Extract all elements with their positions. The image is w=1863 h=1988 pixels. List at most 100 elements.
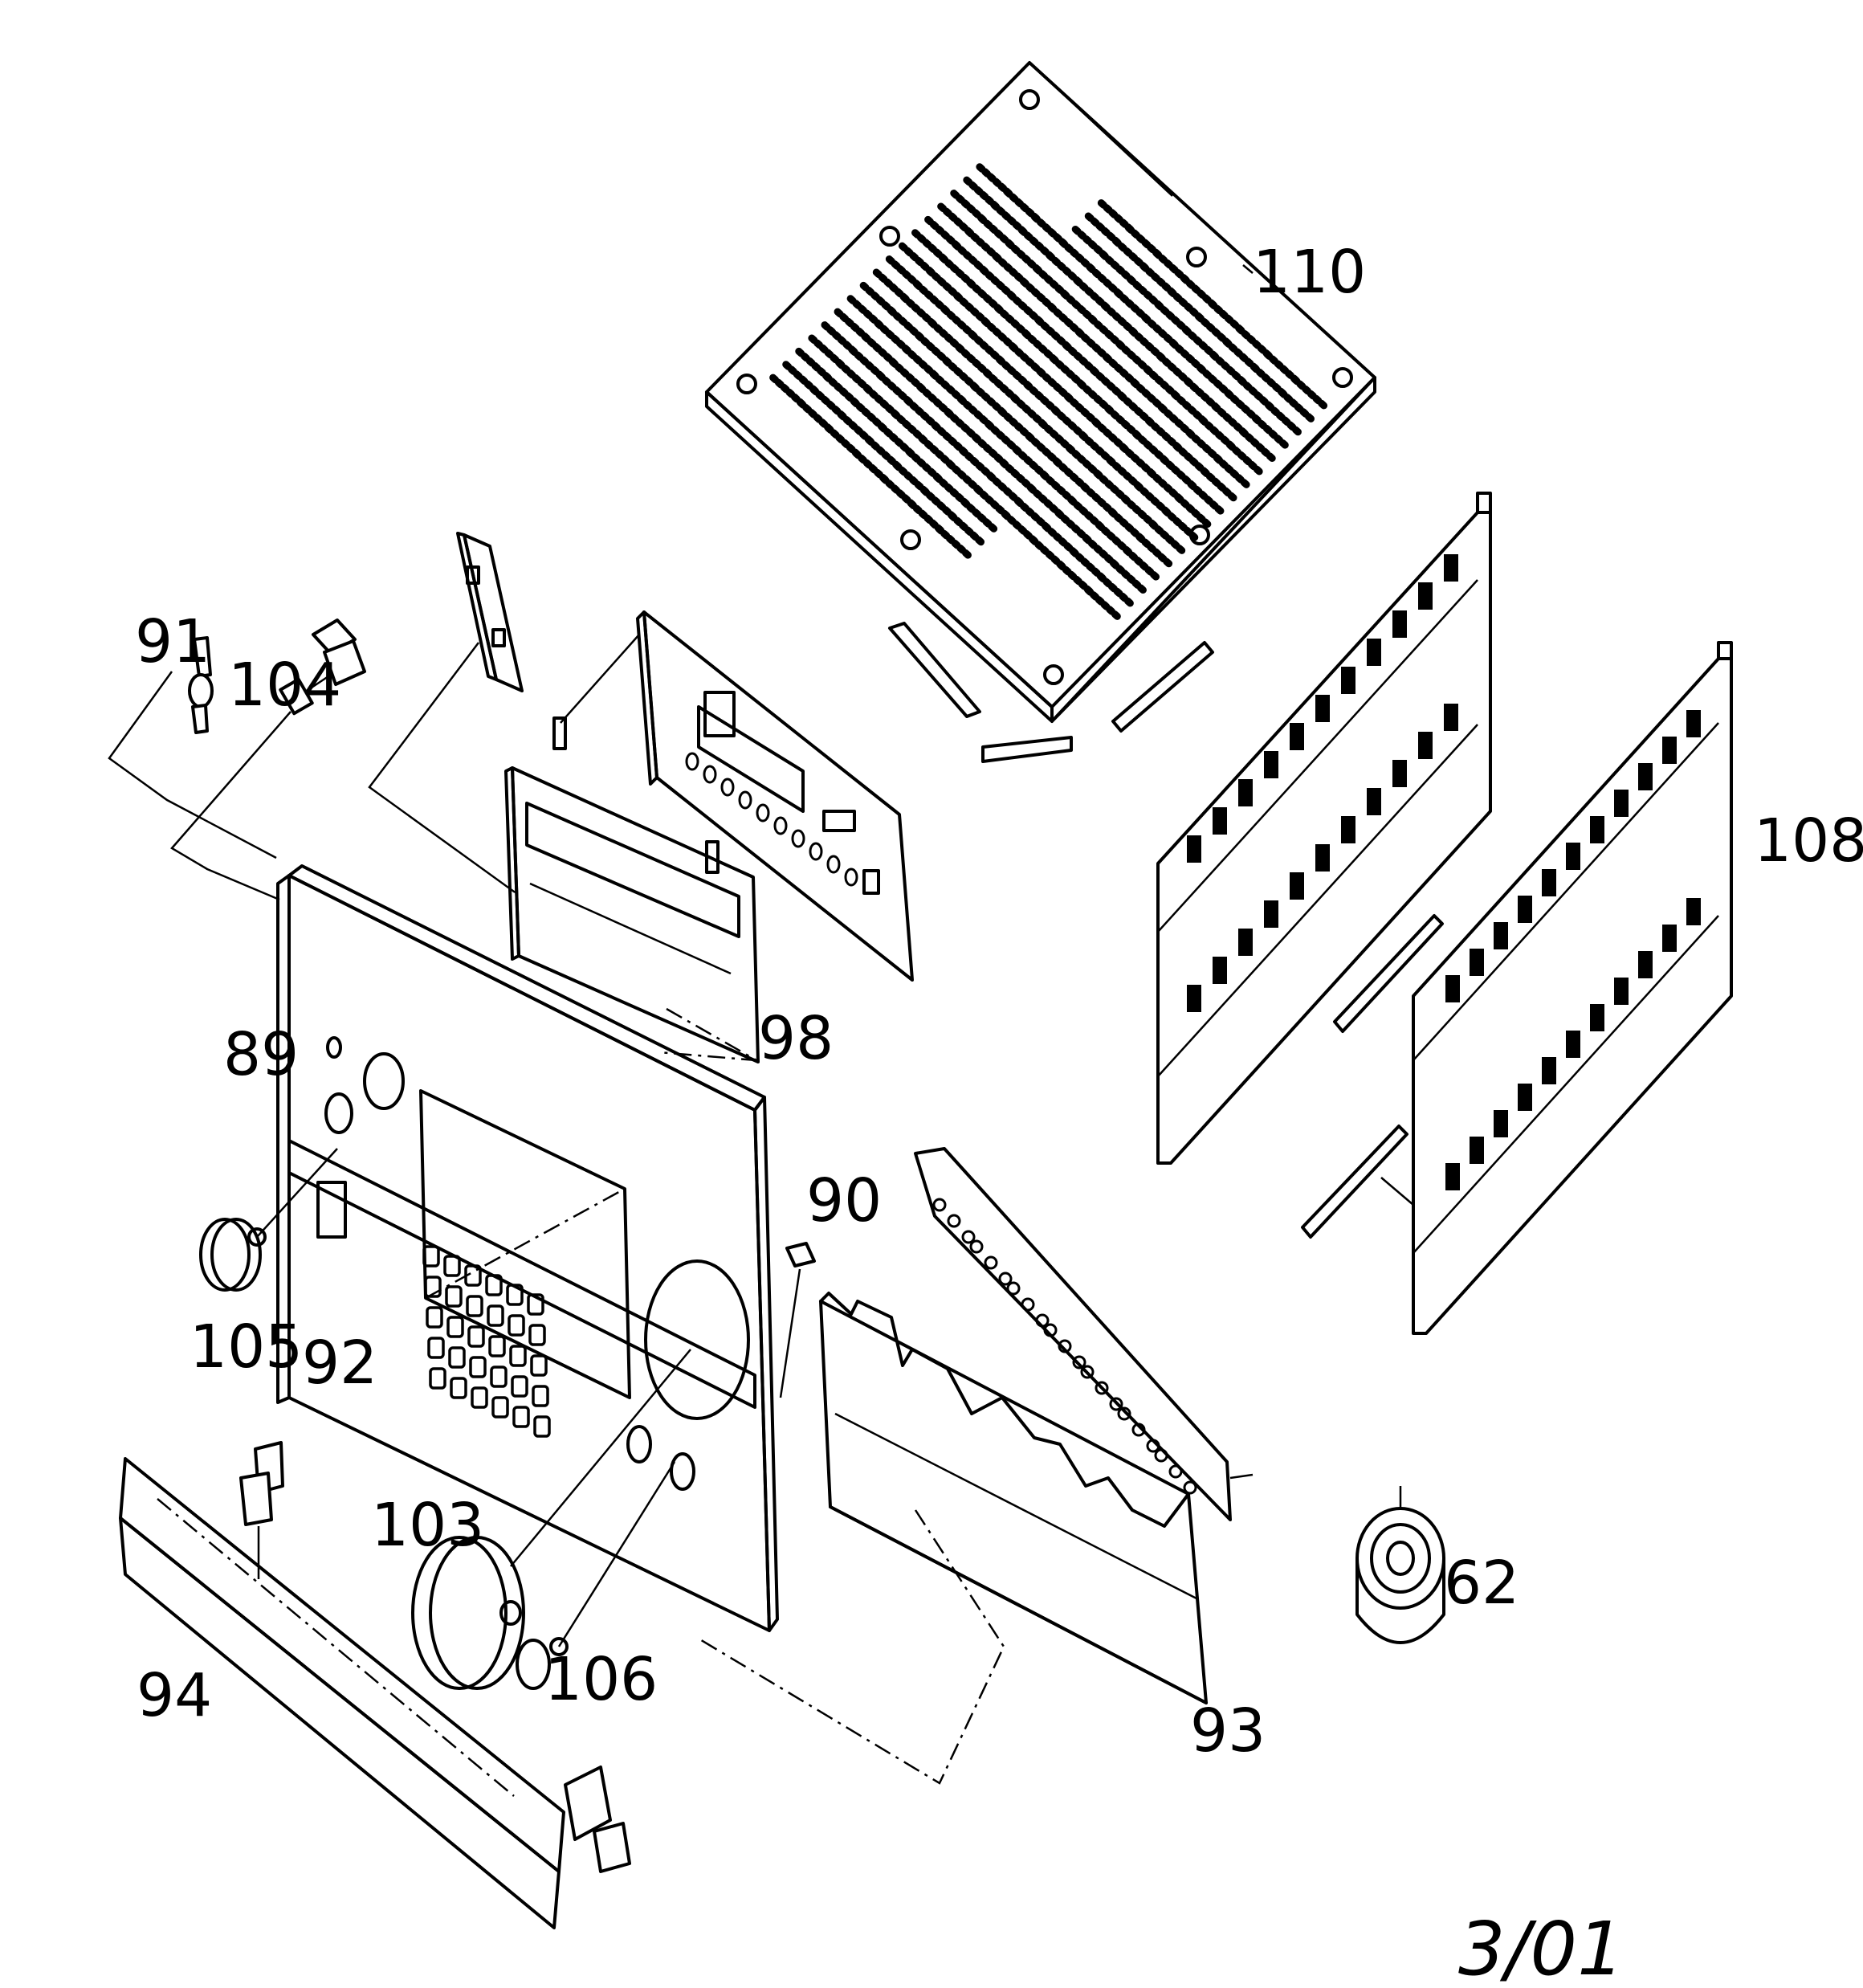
callout-91: 91: [135, 607, 210, 676]
callout-104: 104: [228, 651, 341, 720]
perforation-slot: [935, 525, 975, 561]
perforation-slot: [1213, 455, 1254, 492]
vent-slot: [1686, 710, 1701, 737]
pcb-component: [756, 803, 770, 823]
vent-slot: [1238, 929, 1253, 956]
perforation-slot: [1201, 467, 1241, 504]
jack-hole: [1006, 1281, 1021, 1296]
perforation-slot: [960, 499, 1001, 536]
vent-slot: [1686, 898, 1701, 925]
callout-98: 98: [758, 1004, 834, 1073]
vent-slot: [1470, 1137, 1484, 1164]
lcd-frame-98: [504, 634, 760, 1063]
pcb-component: [773, 816, 788, 835]
vent-slot: [1590, 1004, 1604, 1031]
front-panel-button: [466, 1295, 483, 1317]
pcb-component: [685, 752, 699, 771]
vent-slot: [1638, 951, 1653, 978]
jack-hole: [1183, 1480, 1197, 1495]
knobs-103-105-106: [199, 1148, 691, 1690]
front-panel-button: [467, 1325, 485, 1348]
vent-slot: [1238, 779, 1253, 806]
callout-106: 106: [544, 1645, 658, 1714]
perforation-slot: [1148, 520, 1188, 557]
speaker-knob-62: [1355, 1486, 1445, 1644]
front-panel-button: [528, 1324, 546, 1346]
vent-slot: [1638, 763, 1653, 790]
perforation-slot: [1135, 533, 1176, 570]
perforation-slot: [1278, 389, 1318, 426]
jack-hole: [969, 1239, 984, 1254]
callout-62: 62: [1444, 1549, 1519, 1618]
vent-slot: [1614, 790, 1629, 817]
callout-90: 90: [806, 1166, 882, 1235]
jack-hole: [1080, 1365, 1095, 1379]
perforation-slot: [1188, 480, 1228, 517]
jack-hole: [1058, 1339, 1072, 1353]
jack-hole: [1043, 1323, 1058, 1337]
callout-105: 105: [190, 1312, 303, 1382]
vent-slot: [1566, 1031, 1580, 1058]
vent-slot: [1213, 807, 1227, 835]
vent-slot: [1290, 723, 1304, 750]
jack-hole: [1154, 1448, 1168, 1463]
vent-slot: [1290, 872, 1304, 900]
vent-slot: [1518, 896, 1532, 923]
perforation-slot: [1239, 428, 1279, 465]
callout-103: 103: [371, 1491, 484, 1560]
perforation-slot: [1123, 546, 1163, 583]
callout-108: 108: [1754, 806, 1863, 876]
pcb-component: [826, 855, 841, 874]
jack-hole: [1131, 1423, 1146, 1437]
vent-slot: [1392, 760, 1407, 787]
vent-slot: [1542, 869, 1556, 896]
front-panel-button: [533, 1415, 551, 1438]
front-panel-button: [469, 1356, 487, 1378]
vent-slot: [1264, 751, 1278, 778]
vent-slot: [1367, 788, 1381, 815]
small-pcb-bracket: [368, 532, 531, 900]
vent-slot: [1418, 732, 1433, 759]
front-panel-button: [446, 1316, 464, 1338]
jack-hole: [932, 1198, 947, 1212]
vent-slot: [1494, 1110, 1508, 1137]
jack-hole: [947, 1214, 961, 1228]
side-panels-108: [1156, 492, 1733, 1335]
front-panel-button: [422, 1245, 440, 1268]
callout-93: 93: [1190, 1696, 1266, 1766]
front-panel-button: [448, 1346, 466, 1369]
front-panel-button: [511, 1375, 528, 1398]
vent-slot: [1315, 844, 1330, 872]
jack-hole: [1095, 1381, 1109, 1395]
vent-slot: [1662, 737, 1677, 764]
perforation-slot: [1290, 375, 1331, 412]
vent-slot: [1392, 610, 1407, 638]
front-panel-button: [445, 1285, 463, 1308]
front-panel-button: [427, 1337, 445, 1359]
vent-slot: [1494, 922, 1508, 949]
front-panel-button: [532, 1385, 549, 1407]
jack-hole: [1168, 1464, 1183, 1479]
jack-hole: [998, 1272, 1013, 1286]
jack-hole: [1146, 1439, 1160, 1453]
perforation-slot: [1252, 414, 1292, 451]
switch-parts-91-104: [108, 618, 366, 901]
vent-slot: [1341, 816, 1355, 843]
display-pcb: [636, 610, 914, 982]
front-panel-button: [508, 1314, 525, 1337]
front-panel-89: [276, 864, 779, 1632]
jack-hole: [1021, 1297, 1035, 1312]
front-panel-button: [509, 1345, 527, 1367]
vent-slot: [1213, 957, 1227, 984]
jack-hole: [1035, 1313, 1050, 1328]
vent-slot: [1566, 843, 1580, 870]
vent-slot: [1590, 816, 1604, 843]
jack-hole: [961, 1230, 976, 1244]
perforation-slot: [1174, 494, 1214, 531]
top-cover-110: [705, 61, 1376, 763]
vent-slot: [1614, 978, 1629, 1005]
vent-slot: [1315, 695, 1330, 722]
front-panel-button: [512, 1406, 530, 1428]
jack-pcb: [914, 1147, 1254, 1521]
